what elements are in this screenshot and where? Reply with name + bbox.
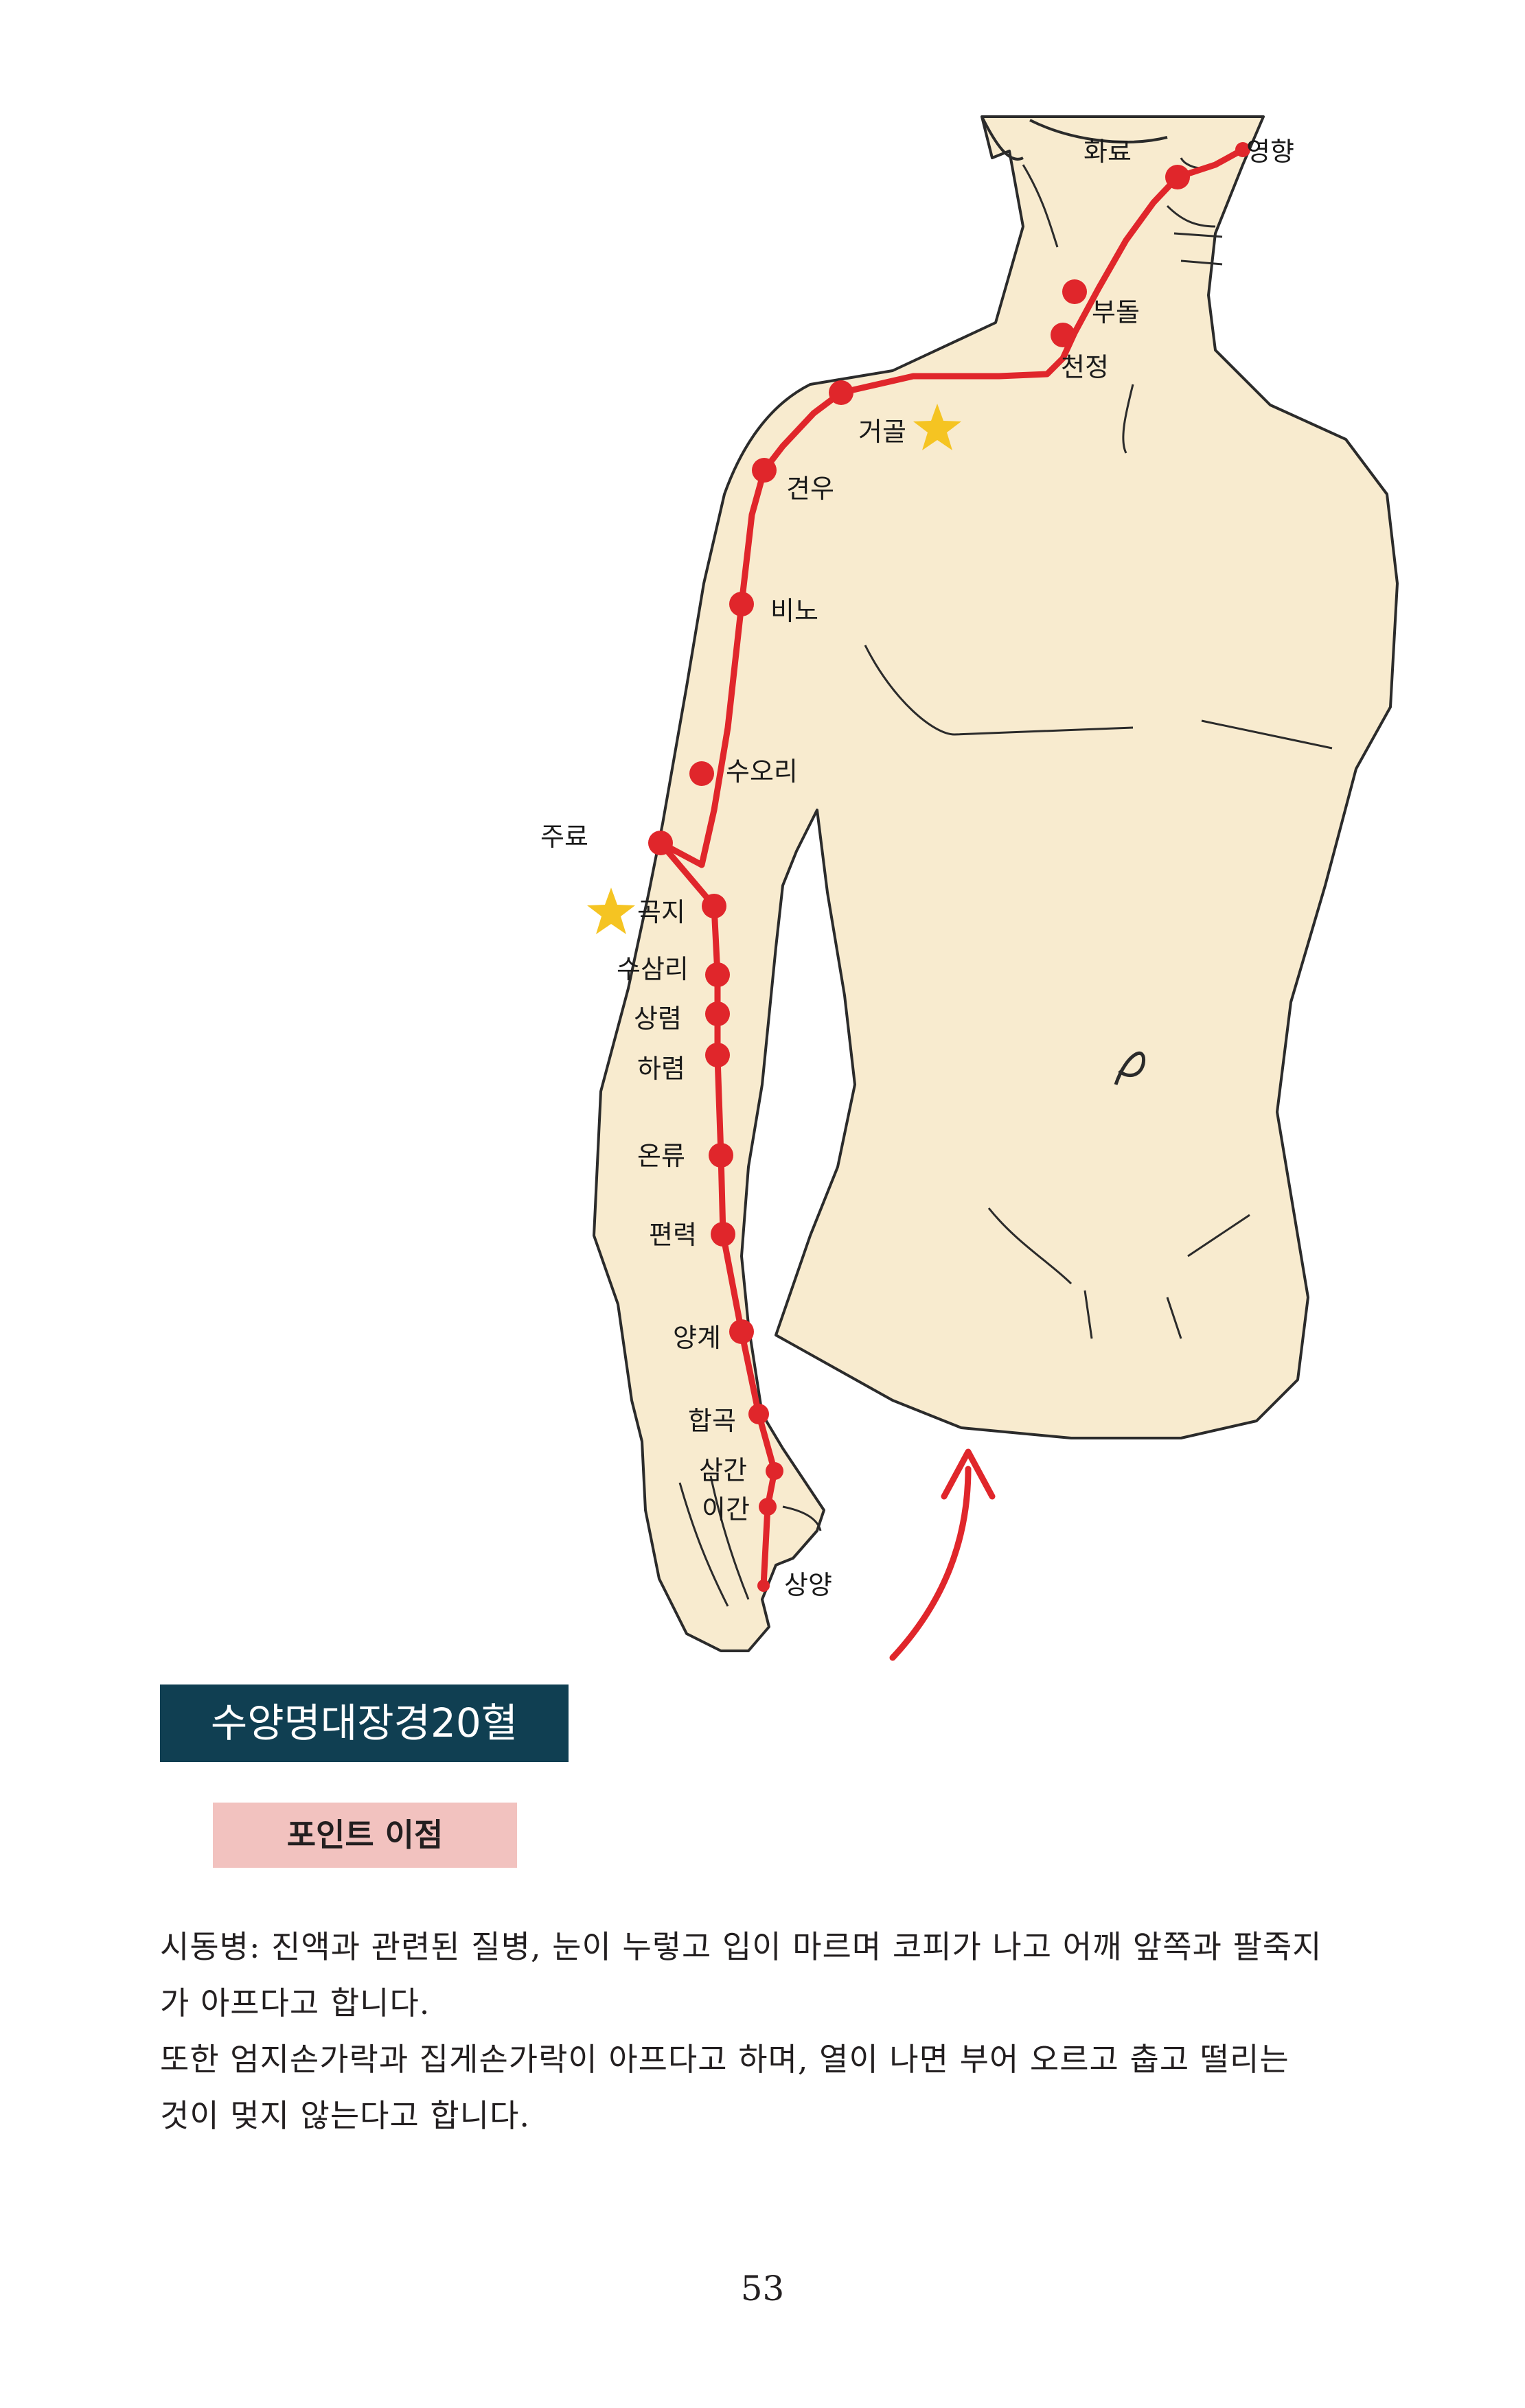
meridian-illustration: 화료 영향 부돌 천정 거골 견우 비노 수오리 주료 곡지 수삼리 상렴 하렴… [540, 115, 1399, 1661]
acupoint-dot [1051, 323, 1075, 347]
point-label-onryu: 온류 [637, 1141, 685, 1171]
body-line: 것이 멎지 않는다고 합니다. [160, 2097, 531, 2134]
star-icon [587, 888, 635, 934]
neck-lines [1022, 157, 1223, 266]
acupoint-dot [1062, 279, 1087, 304]
point-label-igan: 이간 [702, 1494, 750, 1525]
star-icon [913, 404, 961, 450]
acupoint-dots [648, 142, 1250, 1592]
point-label-yanggye: 양계 [673, 1323, 721, 1353]
rotation-arrow [889, 1466, 972, 1661]
section-subtitle: 포인트 이점 [213, 1803, 517, 1868]
body-silhouette [593, 115, 1399, 1652]
body-line: 시동병: 진액과 관련된 질병, 눈이 누렇고 입이 마르며 코피가 나고 어깨… [160, 1928, 1322, 1965]
acupoint-dot [705, 1043, 730, 1067]
page-number: 53 [740, 2269, 785, 2308]
abdomen-lines [987, 1207, 1250, 1339]
point-label-pyeonryeok: 편력 [649, 1220, 697, 1250]
acupoint-dot [757, 1579, 770, 1592]
point-label-hwaryo: 화료 [1083, 137, 1132, 167]
point-label-hapgok: 합곡 [688, 1406, 736, 1436]
navel [1114, 1051, 1146, 1085]
acupoint-dot [729, 592, 754, 616]
point-label-budol: 부돌 [1092, 297, 1140, 327]
acupoint-dot [705, 962, 730, 987]
body-text: 시동병: 진액과 관련된 질병, 눈이 누렇고 입이 마르며 코피가 나고 어깨… [160, 1919, 1403, 2144]
point-label-samri: 수삼리 [617, 954, 689, 984]
acupoint-dot [729, 1319, 754, 1344]
meridian-line [657, 146, 1246, 1589]
acupoint-dot [1235, 142, 1250, 157]
point-label-juryo: 주료 [540, 822, 588, 852]
point-label-geogol: 거골 [858, 417, 906, 447]
acupoint-dot [759, 1498, 777, 1516]
finger-lines [678, 1475, 822, 1607]
chest-lines [864, 384, 1333, 750]
acupoint-dot [829, 380, 853, 405]
acupoint-dot [748, 1404, 769, 1424]
body-line: 가 아프다고 합니다. [160, 1984, 431, 2022]
acupoint-dot [1165, 165, 1190, 189]
point-label-gokji: 곡지 [637, 897, 685, 927]
body-line: 또한 엄지손가락과 집게손가락이 아프다고 하며, 열이 나면 부어 오르고 춥… [160, 2041, 1289, 2078]
acupoint-dot [705, 1002, 730, 1026]
point-label-samgan: 삼간 [699, 1455, 747, 1485]
acupoint-dot [648, 831, 673, 855]
acupoint-dot [689, 761, 714, 786]
point-label-gyeonu: 견우 [786, 474, 834, 504]
point-label-cheonjeong: 천정 [1061, 352, 1109, 382]
point-label-suori: 수오리 [726, 756, 798, 787]
acupoint-dot [709, 1143, 733, 1168]
rotation-arrow-head [941, 1448, 996, 1500]
head-outline [981, 116, 1168, 161]
point-label-sangyang: 상양 [784, 1570, 832, 1600]
section-title: 수양명대장경20혈 [160, 1685, 569, 1762]
point-label-bino: 비노 [770, 596, 818, 626]
point-label-yeonghyang: 영향 [1246, 137, 1294, 167]
acupoint-dot [702, 894, 726, 918]
acupoint-dot [766, 1462, 783, 1480]
acupoint-dot [752, 458, 777, 483]
point-label-sangryeom: 상렴 [634, 1004, 682, 1034]
acupoint-dot [711, 1222, 735, 1247]
point-label-haryeom: 하렴 [637, 1054, 685, 1084]
